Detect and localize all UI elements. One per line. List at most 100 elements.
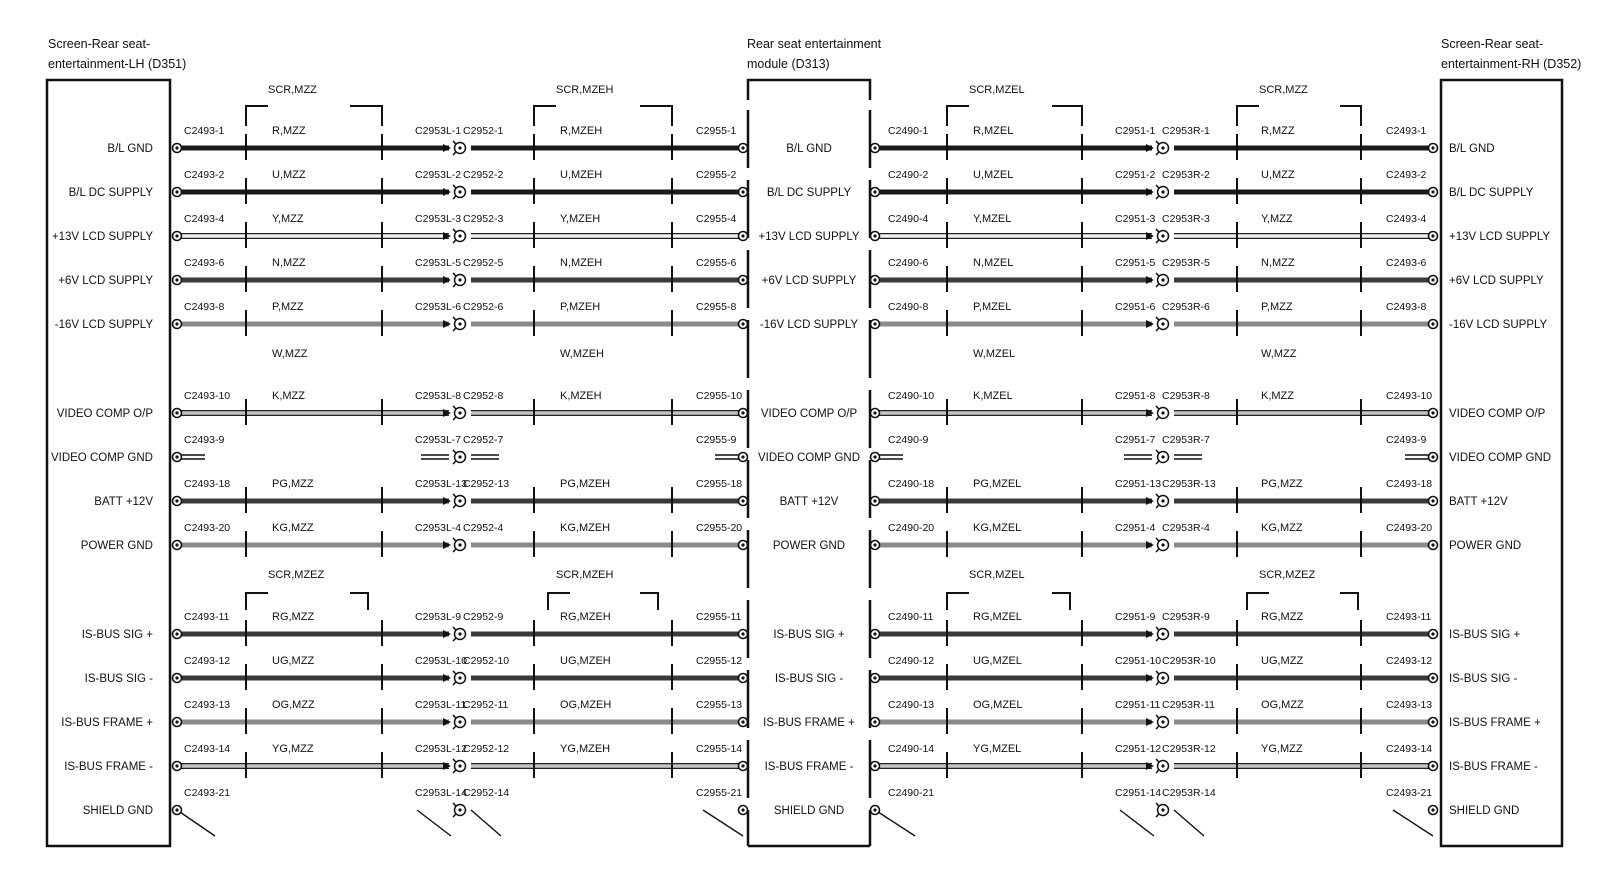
terminal-center-left-dot [741,720,745,724]
connector-label: C2490-10 [888,390,934,402]
arrow-icon [1146,144,1154,152]
signal-label-center: -16V LCD SUPPLY [760,319,859,331]
screen-label: SCR,MZEZ [268,569,325,581]
signal-label-right: B/L GND [1449,143,1495,155]
terminal-left-dot [175,455,179,459]
terminal-right-dot [1431,808,1435,812]
inline-connector [1155,228,1170,244]
connector-label: C2953L-8 [415,390,461,402]
wire-label: PG,MZEL [973,478,1021,490]
terminal-center-left-dot [741,455,745,459]
connector-label: C2955-1 [696,125,736,137]
signal-label-center: POWER GND [773,540,845,552]
signal-label-right: VIDEO COMP GND [1449,452,1551,464]
signal-label-center: +6V LCD SUPPLY [762,275,857,287]
connector-label: C2493-12 [184,655,230,667]
wire-label: R,MZEL [973,125,1013,137]
wire-label: OG,MZZ [1261,699,1304,711]
terminal-center-left-dot [741,543,745,547]
twisted-pair-markers: W,MZZ W,MZEH W,MZEL W,MZZ [272,348,1297,360]
arrow-icon [443,320,451,328]
connector-label: C2953L-7 [415,434,461,446]
connector-label: C2951-1 [1115,125,1155,137]
arrow-icon [1146,409,1154,417]
left-module-title-2: entertainment-LH (D351) [48,57,186,71]
wire-label: K,MZZ [272,390,305,402]
connector-label: C2493-6 [1386,257,1426,269]
connector-label: C2953R-4 [1162,522,1210,534]
connector-label: C2490-9 [888,434,928,446]
connector-label: C2953R-10 [1162,655,1216,667]
signal-label-left: VIDEO COMP O/P [57,408,154,420]
terminal-center-right-dot [873,234,877,238]
connector-label: C2493-14 [1386,743,1432,755]
cable-screens: SCR,MZZ SCR,MZEH SCR,MZEL SCR,MZZ SCR,MZ… [245,84,1362,610]
signal-label-right: POWER GND [1449,540,1521,552]
wire-label: UG,MZEH [560,655,611,667]
arrow-icon [1146,718,1154,726]
arrow-icon [1146,762,1154,770]
wire-label: OG,MZZ [272,699,315,711]
connector-label: C2953R-1 [1162,125,1210,137]
signal-label-right: IS-BUS SIG + [1449,629,1521,641]
inline-connector [452,405,467,421]
signal-label-left: VIDEO COMP GND [51,452,153,464]
connector-label: C2952-6 [463,301,503,313]
terminal-left-dot [175,632,179,636]
signal-label-center: IS-BUS SIG + [773,629,845,641]
connector-label: C2493-11 [1386,611,1431,623]
right-module-box [1439,78,1564,848]
signal-label-right: IS-BUS FRAME - [1449,761,1538,773]
terminal-left-dot [175,720,179,724]
connector-label: C2955-9 [696,434,736,446]
connector-label: C2493-9 [184,434,224,446]
twisted-pair-label: W,MZEL [973,348,1015,360]
wire-label: OG,MZEH [560,699,611,711]
terminal-center-right-dot [873,632,877,636]
terminal-left-dot [175,676,179,680]
connector-label: C2953L-14 [415,787,467,799]
terminal-right-dot [1431,676,1435,680]
connector-label: C2951-12 [1115,743,1161,755]
connector-label: C2493-20 [184,522,230,534]
signal-label-center: IS-BUS FRAME + [763,717,855,729]
terminal-left-dot [175,234,179,238]
connector-label: C2493-18 [184,478,230,490]
terminal-left-dot [175,411,179,415]
screen-top-1: SCR,MZZ [245,84,383,126]
wire-label: U,MZZ [1261,169,1295,181]
connector-label: C2953L-11 [415,699,466,711]
terminal-center-right-dot [873,190,877,194]
connector-label: C2951-7 [1115,434,1155,446]
connector-label: C2955-2 [696,169,736,181]
screen-label: SCR,MZZ [268,84,317,96]
twisted-pair-label: W,MZZ [1261,348,1297,360]
terminal-center-left-dot [741,146,745,150]
inline-connector [452,272,467,288]
terminal-center-right-dot [873,720,877,724]
terminal-left-dot [175,146,179,150]
inline-connector [1155,316,1170,332]
arrow-icon [443,409,451,417]
terminal-center-left-dot [741,764,745,768]
wire-row: IS-BUS SIG +IS-BUS SIG +IS-BUS SIG +C249… [82,611,1521,646]
right-module-title-2: entertainment-RH (D352) [1441,57,1581,71]
wire-label: N,MZZ [272,257,306,269]
connector-label: C2953L-4 [415,522,461,534]
wire-label: RG,MZZ [1261,611,1303,623]
connector-label: C2955-20 [696,522,742,534]
center-module-title-2: module (D313) [747,57,830,71]
connector-label: C2951-8 [1115,390,1155,402]
terminal-center-left-dot [741,499,745,503]
wire-label: PG,MZZ [272,478,314,490]
connector-label: C2953R-7 [1162,434,1210,446]
wire-label: U,MZEH [560,169,602,181]
signal-label-center: VIDEO COMP O/P [761,408,858,420]
signal-label-center: +13V LCD SUPPLY [758,231,859,243]
connector-label: C2493-4 [184,213,224,225]
connector-label: C2493-18 [1386,478,1432,490]
inline-connector [1155,449,1170,465]
connector-label: C2493-4 [1386,213,1426,225]
connector-label: C2493-9 [1386,434,1426,446]
